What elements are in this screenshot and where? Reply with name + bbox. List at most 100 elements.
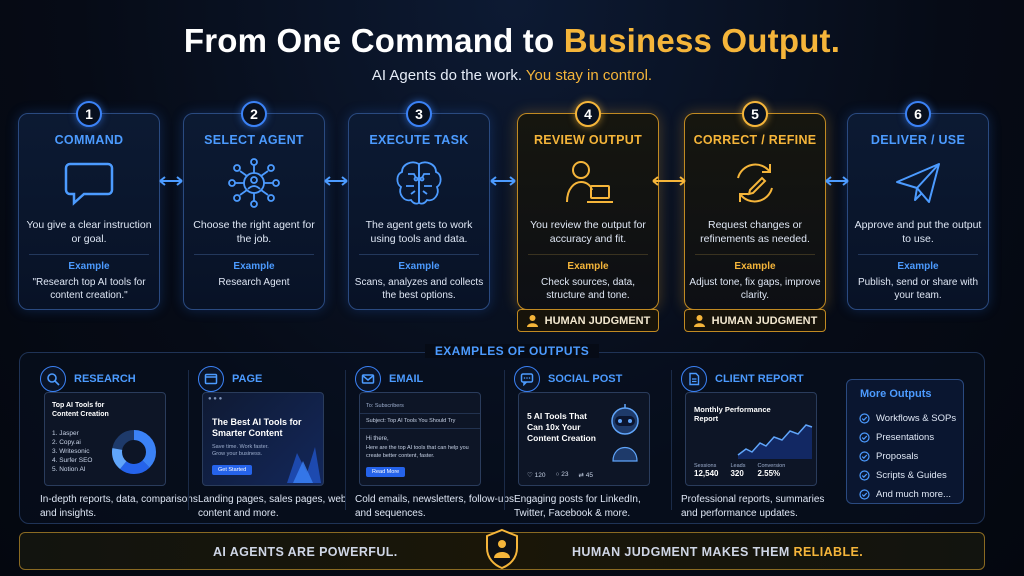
mock-greeting: Hi there,	[366, 436, 389, 442]
human-judgment-label: HUMAN JUDGMENT	[711, 314, 818, 327]
human-judgment-tag: HUMAN JUDGMENT	[517, 309, 659, 332]
divider	[29, 254, 149, 255]
footer-right-part-1: HUMAN JUDGMENT MAKES THEM	[572, 545, 794, 559]
check-circle-icon	[859, 413, 870, 424]
step-number-badge: 3	[406, 101, 432, 127]
check-circle-icon	[859, 432, 870, 443]
output-label: EMAIL	[389, 373, 424, 385]
person-icon	[693, 315, 705, 327]
mock-subject: Subject: Top AI Tools You Should Try	[366, 418, 456, 424]
step-description: You review the output for accuracy and f…	[530, 219, 646, 245]
person-laptop-icon	[566, 161, 613, 203]
example-value: Check sources, data, structure and tone.	[541, 277, 635, 301]
divider	[695, 254, 815, 255]
output-label: PAGE	[232, 373, 263, 385]
browser-window-icon	[198, 366, 224, 392]
step-execute-task: EXECUTE TASK The agent gets to work usin…	[348, 113, 490, 310]
title-part-2: Business Output.	[563, 22, 841, 59]
divider	[858, 254, 978, 255]
magnifier-icon	[40, 366, 66, 392]
output-label: SOCIAL POST	[548, 373, 623, 385]
mock-title: Monthly Performance Report	[694, 405, 771, 423]
stat-value: 2.55%	[757, 469, 781, 478]
envelope-icon	[355, 366, 381, 392]
stat-label: Conversion	[757, 463, 786, 469]
step-select-agent: SELECT AGENT Choose the right agent for …	[183, 113, 325, 310]
mock-list: 1. Jasper 2. Copy.ai 3. Writesonic 4. Su…	[52, 429, 92, 474]
chat-dots-icon	[514, 366, 540, 392]
chat-bubble-icon	[64, 162, 114, 206]
step-description: Request changes or refinements as needed…	[700, 219, 810, 245]
mock-cta-button: Get Started	[212, 465, 253, 475]
output-header: CLIENT REPORT	[681, 366, 804, 392]
output-description: In-depth reports, data, comparisons and …	[40, 494, 198, 519]
more-outputs-title: More Outputs	[860, 388, 932, 400]
step-title: EXECUTE TASK	[369, 133, 469, 147]
shield-person-icon	[486, 528, 518, 570]
mock-to: To: Subscribers	[366, 403, 404, 409]
more-outputs-box: More Outputs Workflows & SOPs Presentati…	[846, 379, 964, 504]
step-title: SELECT AGENT	[204, 133, 304, 147]
human-judgment-tag: HUMAN JUDGMENT	[684, 309, 826, 332]
list-item: And much more...	[859, 485, 956, 504]
subtitle-part-1: AI Agents do the work.	[371, 67, 526, 84]
stat-value: 320	[730, 469, 744, 478]
step-description: The agent gets to work using tools and d…	[365, 219, 473, 245]
outputs-heading-text: EXAMPLES OF OUTPUTS	[424, 344, 600, 358]
step-description: Approve and put the output to use.	[854, 219, 982, 245]
mock-body: Here are the top AI tools that can help …	[366, 445, 469, 459]
mock-title: Top AI Tools for Content Creation	[52, 402, 109, 418]
line-chart-icon	[737, 424, 813, 459]
step-number-badge: 6	[905, 101, 931, 127]
divider	[360, 428, 480, 429]
list-item-label: Proposals	[876, 451, 919, 462]
step-description: You give a clear instruction or goal.	[26, 219, 152, 245]
step-title: REVIEW OUTPUT	[533, 133, 643, 147]
double-arrow-icon	[825, 176, 849, 186]
mock-title: The Best AI Tools for Smarter Content	[212, 417, 302, 438]
divider	[188, 370, 189, 510]
check-circle-icon	[859, 451, 870, 462]
footer-right-text: HUMAN JUDGMENT MAKES THEM RELIABLE.	[572, 545, 863, 559]
likes-stat: ♡ 120	[527, 472, 546, 479]
step-correct-refine: CORRECT / REFINE Request changes or refi…	[684, 113, 826, 310]
divider	[671, 370, 672, 510]
example-label: Example	[734, 261, 776, 272]
robot-icon	[611, 404, 639, 462]
donut-chart-icon	[112, 430, 156, 474]
comments-count: 23	[561, 471, 569, 478]
step-deliver-use: DELIVER / USE Approve and put the output…	[847, 113, 989, 310]
likes-count: 120	[534, 472, 546, 479]
double-arrow-icon	[159, 176, 183, 186]
output-header: EMAIL	[355, 366, 423, 392]
footer-left-text: AI AGENTS ARE POWERFUL.	[213, 545, 398, 559]
output-description: Cold emails, newsletters, follow-ups and…	[355, 494, 514, 519]
step-number-badge: 2	[241, 101, 267, 127]
mock-title: 5 AI Tools That Can 10x Your Content Cre…	[527, 411, 596, 443]
shares-count: 45	[585, 472, 593, 479]
output-description: Professional reports, summaries and perf…	[681, 494, 825, 519]
comments-stat: ○ 23	[555, 471, 569, 478]
output-description: Engaging posts for LinkedIn, Twitter, Fa…	[514, 494, 641, 519]
output-email: EMAIL To: Subscribers Subject: Top AI To…	[355, 362, 514, 522]
step-number-badge: 1	[76, 101, 102, 127]
step-review-output: REVIEW OUTPUT You review the output for …	[517, 113, 659, 310]
stat-label: Leads	[730, 463, 746, 469]
list-item: Workflows & SOPs	[859, 409, 956, 428]
check-circle-icon	[859, 470, 870, 481]
stat-value: 12,540	[694, 469, 719, 478]
research-mockup: Top AI Tools for Content Creation 1. Jas…	[44, 392, 166, 486]
example-value: Publish, send or share with your team.	[857, 277, 979, 301]
human-judgment-label: HUMAN JUDGMENT	[544, 314, 651, 327]
engagement-stats: ♡ 120 ○ 23 ⇄ 45	[527, 471, 593, 479]
shares-stat: ⇄ 45	[578, 472, 593, 479]
paper-plane-icon	[896, 163, 940, 203]
list-item: Proposals	[859, 447, 956, 466]
double-arrow-icon	[652, 176, 686, 186]
step-title: CORRECT / REFINE	[693, 133, 817, 147]
outputs-heading: EXAMPLES OF OUTPUTS	[0, 344, 1024, 358]
example-value: "Research top AI tools for content creat…	[32, 277, 146, 301]
